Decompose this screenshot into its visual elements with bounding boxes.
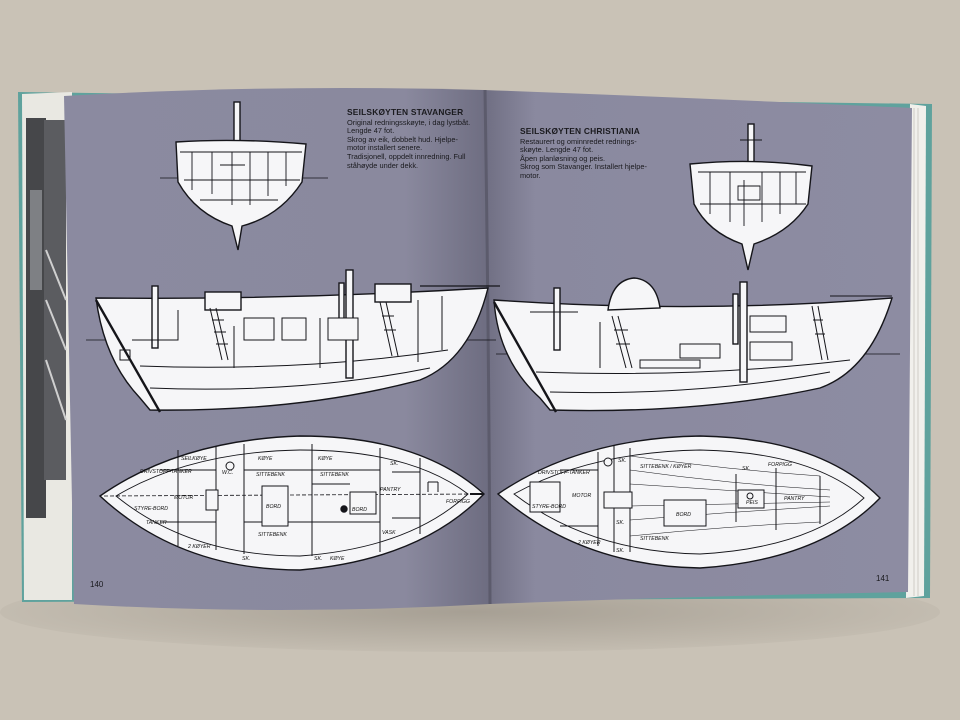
plan-label: PANTRY [380, 487, 401, 493]
plan-label: FORPIGG [446, 499, 470, 505]
plan-label: TANKER [146, 520, 167, 526]
plan-label: KØYE [318, 456, 333, 462]
caption-line: motor installert senere. [347, 143, 423, 153]
left-page-caption: SEILSKØYTEN STAVANGER Original redningss… [347, 108, 482, 170]
caption-line: Restaurert og ominnredet rednings- [520, 136, 637, 146]
caption-line: motor. [520, 170, 541, 180]
plan-label: MOTOR [572, 493, 591, 499]
stavanger-profile-drawing [86, 269, 500, 413]
caption-line: Skrog som Stavanger. Installert hjelpe- [520, 162, 647, 172]
plan-label: 2 KØYER [187, 544, 211, 550]
right-page-number: 141 [876, 574, 890, 583]
caption-line: Skrog av eik, dobbelt hud. Hjelpe- [347, 134, 458, 144]
plan-label: DRIVSTOFF-TANKER [538, 470, 590, 476]
christiania-profile-drawing [492, 277, 900, 413]
plan-label: PANTRY [784, 496, 805, 502]
plan-label: SK. [742, 466, 750, 472]
left-page-number: 140 [90, 580, 104, 589]
plan-label: 2 KØYER [577, 540, 601, 546]
plan-label: SITTEBENK [256, 472, 285, 478]
caption-line: ståhøyde under dekk. [347, 160, 419, 170]
stavanger-section-drawing [160, 101, 328, 251]
plan-label: SITTEBENK [320, 472, 349, 478]
plan-label: STYRE-BORD [134, 506, 168, 512]
photo-strip [26, 118, 46, 518]
plan-label: SEILKØYE [181, 456, 207, 462]
plan-label: SK. [616, 520, 624, 526]
caption-line: Original redningsskøyte, i dag lystbåt. [347, 117, 471, 127]
plan-label: SK. [314, 556, 322, 562]
plan-label: DRIVSTOFF-TANKER [140, 469, 192, 475]
plan-label: BORD [352, 507, 367, 513]
left-page-title: SEILSKØYTEN STAVANGER [347, 107, 464, 117]
right-page-caption: SEILSKØYTEN CHRISTIANIA Restaurert og om… [520, 127, 670, 181]
caption-line: Lengde 47 fot. [347, 126, 395, 136]
plan-label: KØYE [258, 456, 273, 462]
plan-label: PEIS [746, 500, 758, 506]
plan-label: VASK [382, 530, 396, 536]
christiania-plan-drawing: SITTEBENK / KØYER SK. SK. DRIVSTOFF-TANK… [496, 435, 881, 569]
plan-label: SITTEBENK [640, 536, 669, 542]
plan-label: SITTEBENK [258, 532, 287, 538]
stavanger-plan-drawing: SEILKØYE KØYE KØYE SK. SITTEBENK SITTEBE… [98, 435, 486, 571]
plan-label: FORPIGG [768, 462, 792, 468]
plan-label: SK. [390, 461, 398, 467]
plan-label: BORD [676, 512, 691, 518]
caption-line: skøyte. Lengde 47 fot. [520, 145, 594, 155]
plan-label: KØYE [330, 556, 345, 562]
plan-label: SITTEBENK / KØYER [640, 464, 692, 470]
plan-label: SK. [618, 458, 626, 464]
right-page-title: SEILSKØYTEN CHRISTIANIA [520, 126, 640, 136]
plan-label: STYRE-BORD [532, 504, 566, 510]
gutter [483, 89, 492, 605]
plan-label: W.C. [222, 470, 233, 476]
plan-label: BORD [266, 504, 281, 510]
christiania-section-drawing [689, 123, 813, 271]
plan-label: MOTOR [174, 495, 193, 501]
caption-line: Tradisjonell, oppdelt innredning. Full [347, 151, 466, 161]
caption-line: Åpen planløsning og peis. [520, 153, 606, 163]
plan-label: SK. [616, 548, 624, 554]
plan-label: SK. [242, 556, 250, 562]
